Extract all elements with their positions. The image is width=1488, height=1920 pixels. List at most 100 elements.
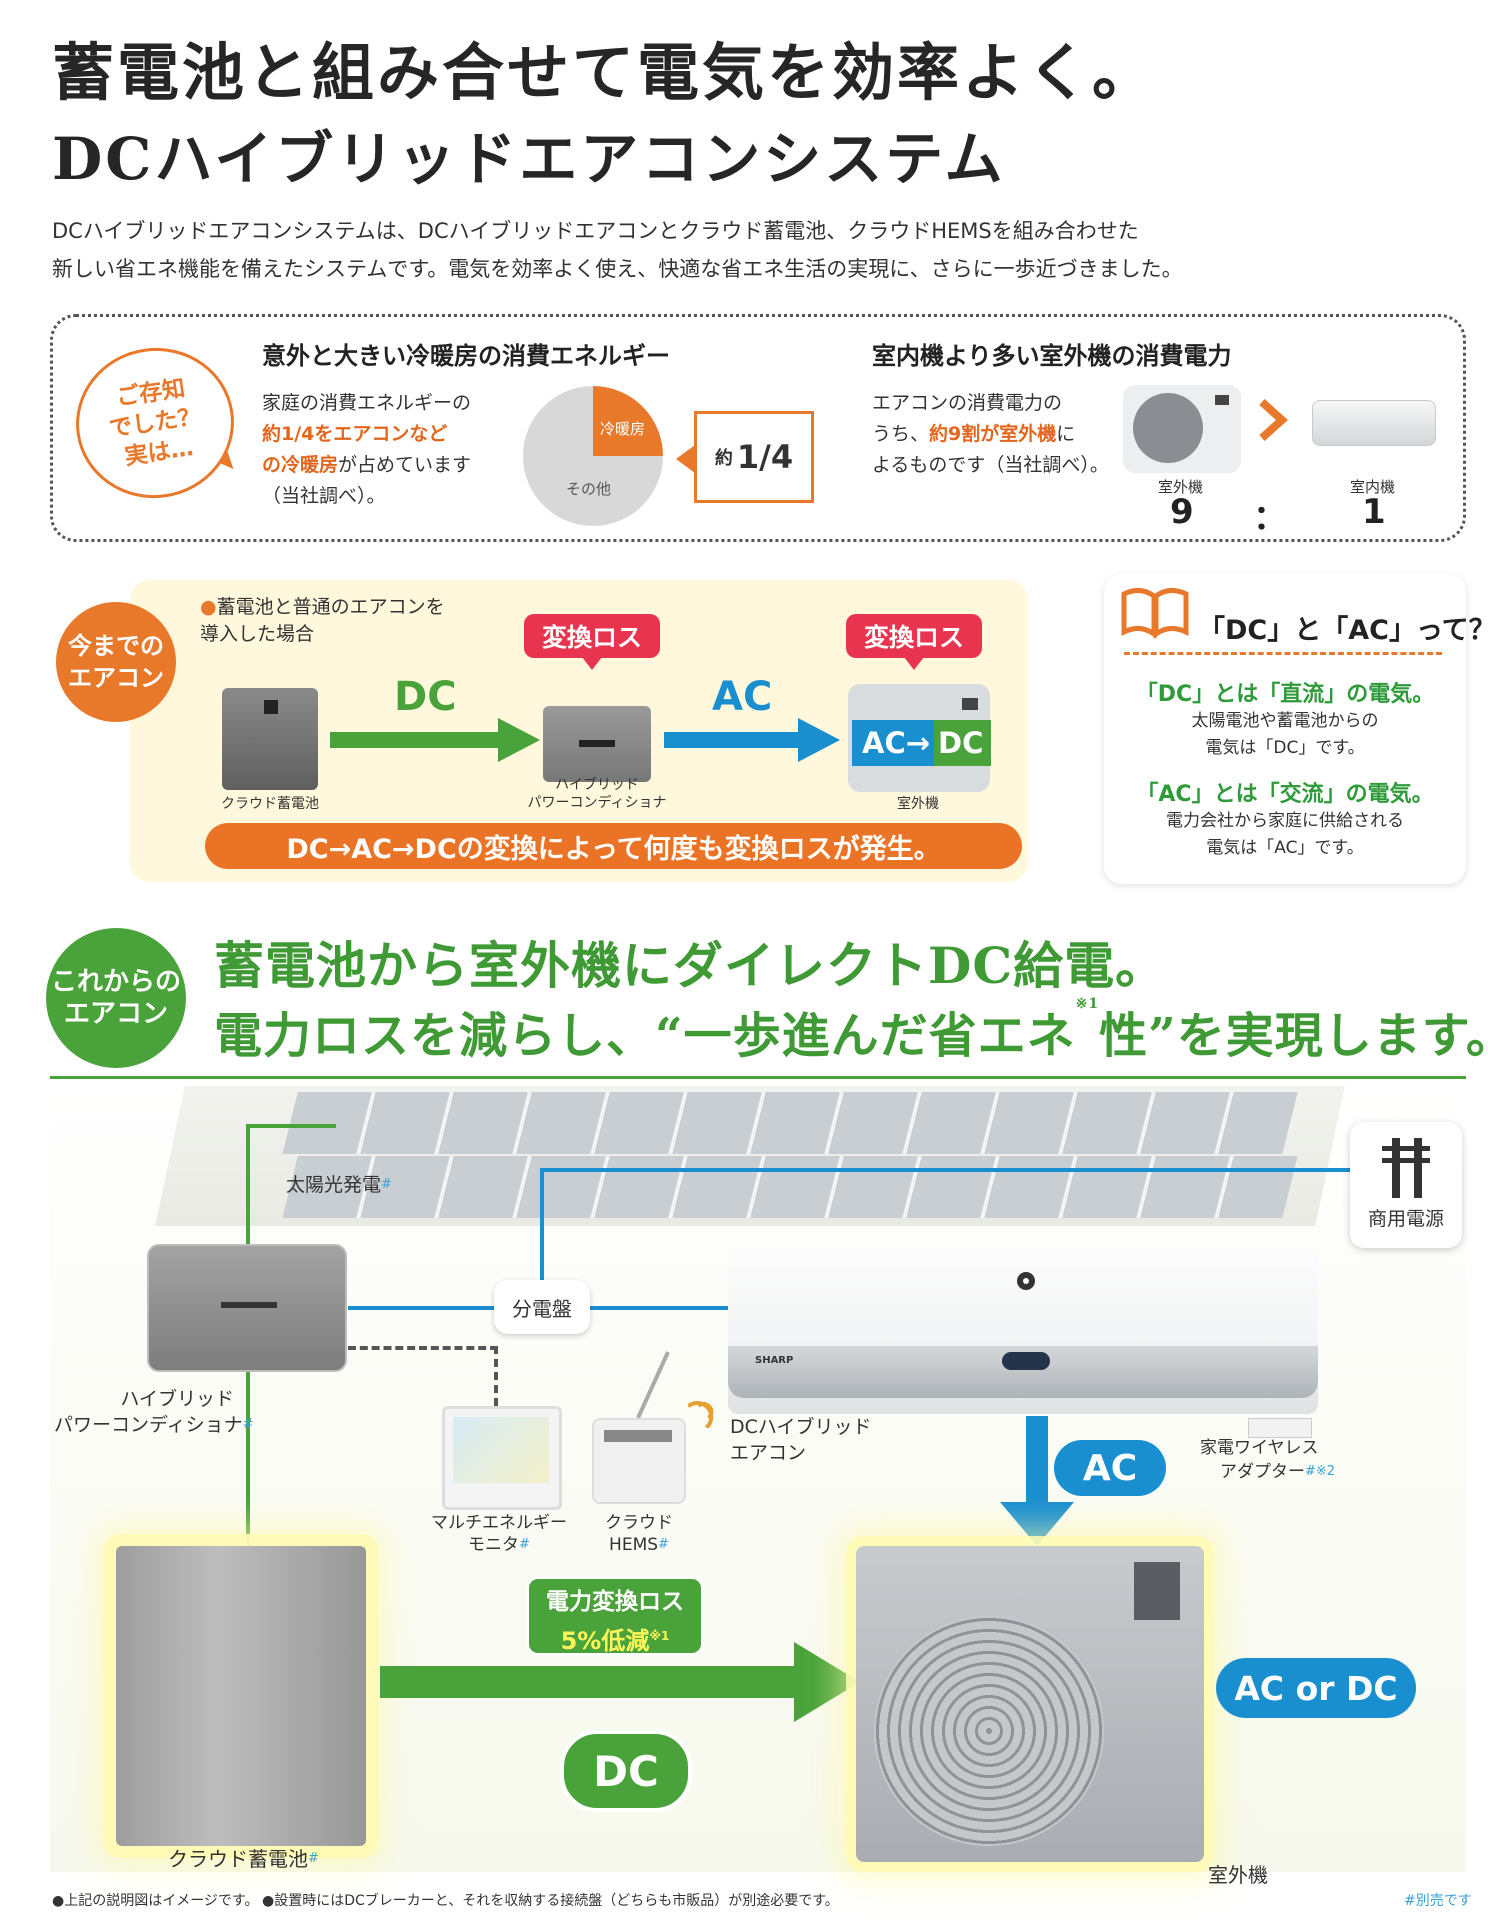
energy-pie-chart bbox=[523, 386, 663, 526]
explain-title: 「DC」と「AC」って？ bbox=[1198, 615, 1488, 646]
outdoor-label: 室外機 bbox=[1208, 1863, 1268, 1887]
hems-label-line-2: HEMS# bbox=[594, 1534, 684, 1556]
indoor-unit-small bbox=[1312, 400, 1436, 446]
book-icon bbox=[1121, 588, 1189, 639]
energy-line-4: （当社調べ）。 bbox=[262, 485, 386, 507]
bullet: ● bbox=[200, 596, 217, 618]
power-conditioner-icon bbox=[543, 706, 651, 782]
utility-pole-icon bbox=[1382, 1138, 1430, 1198]
footnote-mark: ※2 bbox=[1315, 1464, 1336, 1479]
power-line-3: よるものです（当社調べ）。 bbox=[872, 454, 1109, 476]
outdoor-unit-small bbox=[1123, 385, 1241, 473]
loss-line-2-text: 5%低減 bbox=[560, 1627, 650, 1655]
outdoor-label: 室外機 bbox=[1158, 478, 1204, 496]
pie-label-other: その他 bbox=[566, 480, 612, 498]
cloud-battery-icon bbox=[222, 688, 318, 790]
dc-heading: 「DC」とは「直流」の電気。 bbox=[1135, 682, 1435, 707]
pc-label-line-2-text: パワーコンディショナ bbox=[54, 1414, 243, 1436]
wire-solar-top bbox=[246, 1124, 336, 1128]
outdoor-ratio: 9 bbox=[1170, 492, 1194, 532]
power-text: エアコンの消費電力の うち、約9割が室外機に よるものです（当社調べ）。 bbox=[872, 388, 1109, 481]
aircon-label: DCハイブリッド エアコン bbox=[730, 1414, 872, 1466]
wire-panelboard-up bbox=[540, 1168, 544, 1282]
antenna-icon bbox=[636, 1351, 670, 1418]
adapter-label-line-2: アダプター#※2 bbox=[1200, 1460, 1335, 1484]
current-note: ●蓄電池と普通のエアコンを 導入した場合 bbox=[200, 594, 445, 648]
pc-caption-line-2: パワーコンディショナ bbox=[527, 795, 667, 811]
adapter-label: 家電ワイヤレス アダプター#※2 bbox=[1200, 1436, 1335, 1484]
wire-pc-panelboard bbox=[348, 1306, 496, 1310]
pc-label-line-1: ハイブリッド bbox=[120, 1388, 234, 1410]
aircon-label-line-1: DCハイブリッド bbox=[730, 1416, 872, 1438]
current-aircon-badge: 今までの エアコン bbox=[56, 602, 176, 722]
indoor-ratio: 1 bbox=[1362, 492, 1386, 532]
monitor-label-line-2-text: モニタ bbox=[468, 1535, 520, 1555]
hash-mark: # bbox=[381, 1177, 392, 1192]
greater-than-icon bbox=[1259, 399, 1288, 441]
footnote-2: ●設置時にはDCブレーカーと、それを収納する接続盤（どちらも市販品）が別途必要で… bbox=[262, 1893, 839, 1909]
power-line-2-pre: うち、 bbox=[872, 423, 930, 445]
wire-monitor-dashed bbox=[494, 1346, 498, 1406]
wire-solar-pc bbox=[246, 1124, 250, 1246]
footnote-mark: ※1 bbox=[649, 1629, 670, 1643]
current-note-line-2: 導入した場合 bbox=[200, 623, 315, 645]
cloud-hems-device bbox=[592, 1418, 686, 1504]
ac-heading: 「AC」とは「交流」の電気。 bbox=[1136, 782, 1434, 807]
solar-panels-row-1 bbox=[282, 1092, 1298, 1154]
callout-value: 1/4 bbox=[736, 438, 794, 476]
dc-line-1: 太陽電池や蓄電池からの bbox=[1191, 711, 1379, 731]
loss-line-2: 5%低減※1 bbox=[529, 1619, 701, 1658]
label-tag bbox=[962, 698, 978, 710]
fan-icon bbox=[1133, 393, 1203, 463]
wire-pc-monitor-dashed bbox=[348, 1346, 498, 1350]
did-you-know-box bbox=[50, 314, 1466, 542]
power-line-2: うち、約9割が室外機に bbox=[872, 419, 1109, 450]
energy-line-3-highlight: の冷暖房 bbox=[262, 454, 339, 476]
plasmacluster-icon bbox=[1017, 1272, 1035, 1290]
future-aircon-badge: これからの エアコン bbox=[46, 928, 186, 1068]
aircon-label-line-2: エアコン bbox=[730, 1442, 807, 1464]
hems-label: クラウド HEMS# bbox=[594, 1512, 684, 1556]
ac-pill: AC bbox=[1054, 1440, 1166, 1496]
wire-grid bbox=[540, 1168, 1404, 1172]
hash-mark: # bbox=[308, 1851, 319, 1866]
power-line-2-highlight: 約9割が室外機 bbox=[929, 423, 1057, 445]
ac-or-dc-pill: AC or DC bbox=[1216, 1658, 1416, 1718]
energy-line-1: 家庭の消費エネルギーの bbox=[262, 392, 472, 414]
ac-dc-conversion-label: AC→DC bbox=[852, 720, 992, 766]
ac-part: AC→ bbox=[852, 720, 935, 766]
conversion-loss-bar: DC→AC→DCの変換によって何度も変換ロスが発生。 bbox=[205, 823, 1022, 869]
indoor-label: 室内機 bbox=[1350, 478, 1396, 496]
callout-tail bbox=[676, 445, 695, 473]
dc-pill: DC bbox=[560, 1730, 692, 1812]
ac-text: 電力会社から家庭に供給される 電気は「AC」です。 bbox=[1104, 808, 1466, 862]
solar-label-text: 太陽光発電 bbox=[286, 1174, 382, 1196]
intro-text: DCハイブリッドエアコンシステムは、DCハイブリッドエアコンとクラウド蓄電池、ク… bbox=[52, 212, 1183, 288]
energy-line-2: 約1/4をエアコンなど bbox=[262, 423, 448, 445]
monitor-label-line-2: モニタ# bbox=[424, 1534, 574, 1556]
conversion-loss-tag-1: 変換ロス bbox=[524, 614, 661, 670]
current-note-line-1: ●蓄電池と普通のエアコンを bbox=[200, 594, 445, 621]
utility-grid-card bbox=[1350, 1122, 1462, 1248]
energy-text: 家庭の消費エネルギーの 約1/4をエアコンなど の冷暖房が占めています （当社調… bbox=[262, 388, 471, 512]
future-heading-2b: 性”を実現します。 bbox=[1099, 1008, 1488, 1064]
section-rule bbox=[50, 1076, 1466, 1079]
energy-line-3-rest: が占めています bbox=[338, 454, 472, 476]
outdoor-unit bbox=[856, 1546, 1204, 1862]
bubble-text: ご存知 でした？ 実は… bbox=[107, 375, 203, 471]
power-loss-reduction-badge: 電力変換ロス 5%低減※1 bbox=[526, 1576, 704, 1656]
ac-down-arrow bbox=[1000, 1416, 1074, 1546]
solar-label: 太陽光発電# bbox=[286, 1172, 392, 1198]
energy-heading: 意外と大きい冷暖房の消費エネルギー bbox=[262, 342, 670, 370]
battery-label-text: クラウド蓄電池 bbox=[168, 1847, 308, 1871]
wire-panelboard-aircon bbox=[588, 1306, 730, 1310]
hybrid-power-conditioner bbox=[147, 1244, 347, 1372]
divider bbox=[1124, 652, 1442, 655]
pc-label-line-2: パワーコンディショナ# bbox=[54, 1412, 254, 1438]
monitor-label: マルチエネルギー モニタ# bbox=[424, 1512, 574, 1556]
brand-plate bbox=[1134, 1562, 1180, 1620]
pc-caption-line-1: ハイブリッド bbox=[555, 777, 639, 793]
ac-line-2: 電気は「AC」です。 bbox=[1206, 838, 1364, 858]
page-title: 蓄電池と組み合せて電気を効率よく。 bbox=[52, 36, 1158, 109]
